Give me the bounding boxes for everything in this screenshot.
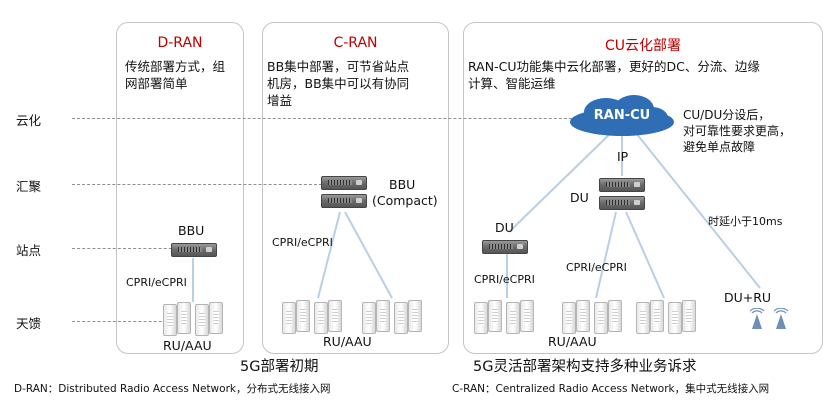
ran-cu-label: RAN-CU xyxy=(593,108,651,123)
antenna-icon xyxy=(749,308,765,329)
ru-unit xyxy=(282,302,296,334)
ip-label: IP xyxy=(617,149,629,164)
ru-unit xyxy=(520,300,534,332)
dran-link-label: CPRI/eCPRI xyxy=(126,276,187,289)
cran-desc-line-3: 增益 xyxy=(267,93,293,108)
ru-unit xyxy=(488,300,502,332)
cu-to-du-ru-link xyxy=(631,127,761,289)
ru-unit xyxy=(177,302,191,334)
cran-desc-line-1: BB集中部署，可节省站点 xyxy=(267,59,410,74)
cu-desc-line-1: RAN-CU功能集中云化部署，更好的DC、分流、边缘 xyxy=(468,59,760,74)
dran-bbu-label: BBU xyxy=(178,223,205,238)
ru-unit xyxy=(376,300,390,332)
cu-du-note: CU/DU分设后， 对可靠性要求更高， 避免单点故障 xyxy=(683,107,823,155)
cran-bbu-ru-link-right xyxy=(344,211,393,299)
cran-bbu-server-top xyxy=(321,176,367,190)
cu-link-label-center: CPRI/eCPRI xyxy=(566,261,627,274)
dran-panel: D-RAN xyxy=(116,22,244,354)
cu-ru-group-center xyxy=(562,300,634,334)
dran-desc-line-1: 传统部署方式，组 xyxy=(125,59,226,74)
ru-unit xyxy=(408,300,422,332)
cu-title: CU云化部署 xyxy=(604,38,682,54)
level-line-aggregation xyxy=(72,184,322,185)
ru-unit xyxy=(650,300,664,332)
level-label-feeder: 天馈 xyxy=(16,316,42,331)
du-center-ru-link-left xyxy=(595,211,617,299)
cu-ru-group-right xyxy=(636,300,708,334)
cran-title: C-RAN xyxy=(333,35,378,51)
cran-ru-label: RU/AAU xyxy=(323,334,372,349)
antenna-icon xyxy=(773,308,789,329)
cran-bbu-label: BBU xyxy=(389,177,416,192)
ru-unit xyxy=(562,302,576,334)
ru-unit xyxy=(209,302,223,334)
latency-label: 时延小于10ms xyxy=(708,215,783,228)
level-line-site xyxy=(72,248,182,249)
dran-ru-group xyxy=(163,302,233,336)
level-label-aggregation: 汇聚 xyxy=(16,179,42,194)
cran-bbu-compact-label: (Compact) xyxy=(372,193,438,208)
ran-cu-cloud xyxy=(570,95,674,136)
ru-unit xyxy=(328,300,342,332)
cu-ru-label: RU/AAU xyxy=(548,334,597,349)
ru-unit xyxy=(608,300,622,332)
ru-unit xyxy=(668,302,682,334)
ru-unit xyxy=(394,302,408,334)
ru-unit xyxy=(506,302,520,334)
dran-description: 传统部署方式，组 网部署简单 xyxy=(125,58,240,92)
level-label-cloud: 云化 xyxy=(16,113,42,128)
ru-unit xyxy=(296,300,310,332)
dran-desc-line-2: 网部署简单 xyxy=(125,76,188,91)
cu-description: RAN-CU功能集中云化部署，更好的DC、分流、边缘 计算、智能运维 xyxy=(468,58,818,92)
dran-title: D-RAN xyxy=(157,35,203,51)
footnote-dran: D-RAN：Distributed Radio Access Network，分… xyxy=(14,383,331,395)
cran-desc-line-2: 机房，BB集中可以有协同 xyxy=(267,76,410,91)
cu-desc-line-2: 计算、智能运维 xyxy=(468,76,556,91)
cu-du-note-line-2: 对可靠性要求更高， xyxy=(683,124,792,138)
cu-to-du-left-link xyxy=(508,127,617,233)
du-center-server-top xyxy=(599,178,645,192)
cu-du-note-line-1: CU/DU分设后， xyxy=(683,108,771,122)
caption-right: 5G灵活部署架构支持多种业务诉求 xyxy=(473,359,697,375)
ru-unit xyxy=(314,302,328,334)
cran-ru-group-right xyxy=(362,300,434,334)
level-line-feeder xyxy=(72,321,172,322)
ru-unit xyxy=(195,304,209,336)
du-left-label: DU xyxy=(495,220,514,235)
ru-unit xyxy=(636,302,650,334)
dran-bbu-server xyxy=(171,243,217,257)
ru-unit xyxy=(682,300,696,332)
level-line-cloud xyxy=(72,118,612,119)
du-ru-label: DU+RU xyxy=(724,290,772,305)
ru-unit xyxy=(576,300,590,332)
cu-du-note-line-3: 避免单点故障 xyxy=(683,140,756,154)
dran-ru-label: RU/AAU xyxy=(163,338,212,353)
footnote-cran: C-RAN：Centralized Radio Access Network，集… xyxy=(452,383,770,395)
ru-unit xyxy=(474,302,488,334)
ru-unit xyxy=(362,302,376,334)
cu-ru-group-left xyxy=(474,300,544,334)
ru-unit xyxy=(163,304,177,336)
cran-description: BB集中部署，可节省站点 机房，BB集中可以有协同 增益 xyxy=(267,58,445,109)
cran-link-label: CPRI/eCPRI xyxy=(272,236,333,249)
du-center-label: DU xyxy=(570,190,589,205)
du-left-server xyxy=(482,240,528,254)
du-center-ru-link-right xyxy=(625,211,665,299)
cran-bbu-server-bottom xyxy=(321,194,367,208)
du-center-server-bottom xyxy=(599,196,645,210)
cu-link-label-left: CPRI/eCPRI xyxy=(474,273,535,286)
ru-unit xyxy=(594,302,608,334)
cran-bbu-ru-link-left xyxy=(317,211,341,299)
cran-ru-group-left xyxy=(282,300,354,334)
caption-left: 5G部署初期 xyxy=(240,359,319,375)
level-label-site: 站点 xyxy=(16,243,42,258)
